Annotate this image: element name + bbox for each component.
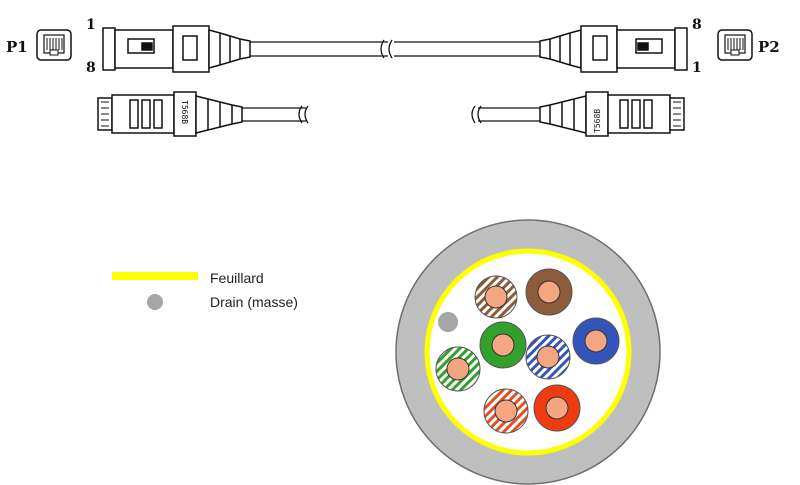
legend-foil-swatch bbox=[112, 272, 198, 280]
p2-label: P2 bbox=[758, 38, 780, 56]
conductor-brown bbox=[525, 268, 573, 316]
right-boot-code: T568B bbox=[593, 109, 602, 133]
p1-pin-top: 1 bbox=[86, 17, 96, 33]
right-plug-side-icon bbox=[539, 25, 688, 73]
drain-wire bbox=[438, 312, 458, 332]
cable-top-view: P1 1 8 bbox=[6, 17, 780, 76]
conductor-white-brown bbox=[474, 275, 518, 319]
right-plug-top-icon bbox=[539, 91, 685, 137]
conductor-white-orange bbox=[483, 388, 529, 434]
p2-pin-bottom: 1 bbox=[692, 60, 702, 76]
conductor-white-green bbox=[435, 346, 481, 392]
conductor-white-blue bbox=[525, 334, 571, 380]
p2-plug-front-icon bbox=[717, 29, 753, 61]
legend-foil-label: Feuillard bbox=[210, 270, 264, 286]
p1-label: P1 bbox=[6, 38, 28, 56]
legend-drain-label: Drain (masse) bbox=[210, 294, 298, 310]
p1-plug-front-icon bbox=[36, 29, 72, 61]
cable-cross-section bbox=[395, 219, 661, 485]
left-plug-side-icon bbox=[102, 25, 251, 73]
left-plug-top-icon bbox=[97, 91, 243, 137]
p2-pin-top: 8 bbox=[692, 17, 702, 33]
conductor-green bbox=[479, 321, 527, 369]
legend: Feuillard Drain (masse) bbox=[112, 270, 298, 310]
p1-pin-bottom: 8 bbox=[86, 60, 96, 76]
cable-line-bottom bbox=[242, 105, 540, 124]
cable-side-view: T568B T568B bbox=[97, 91, 685, 137]
conductor-orange bbox=[533, 384, 581, 432]
legend-drain-swatch bbox=[147, 294, 163, 310]
left-boot-code: T568B bbox=[180, 100, 189, 124]
conductor-blue bbox=[572, 317, 620, 365]
cable-line bbox=[250, 39, 540, 59]
